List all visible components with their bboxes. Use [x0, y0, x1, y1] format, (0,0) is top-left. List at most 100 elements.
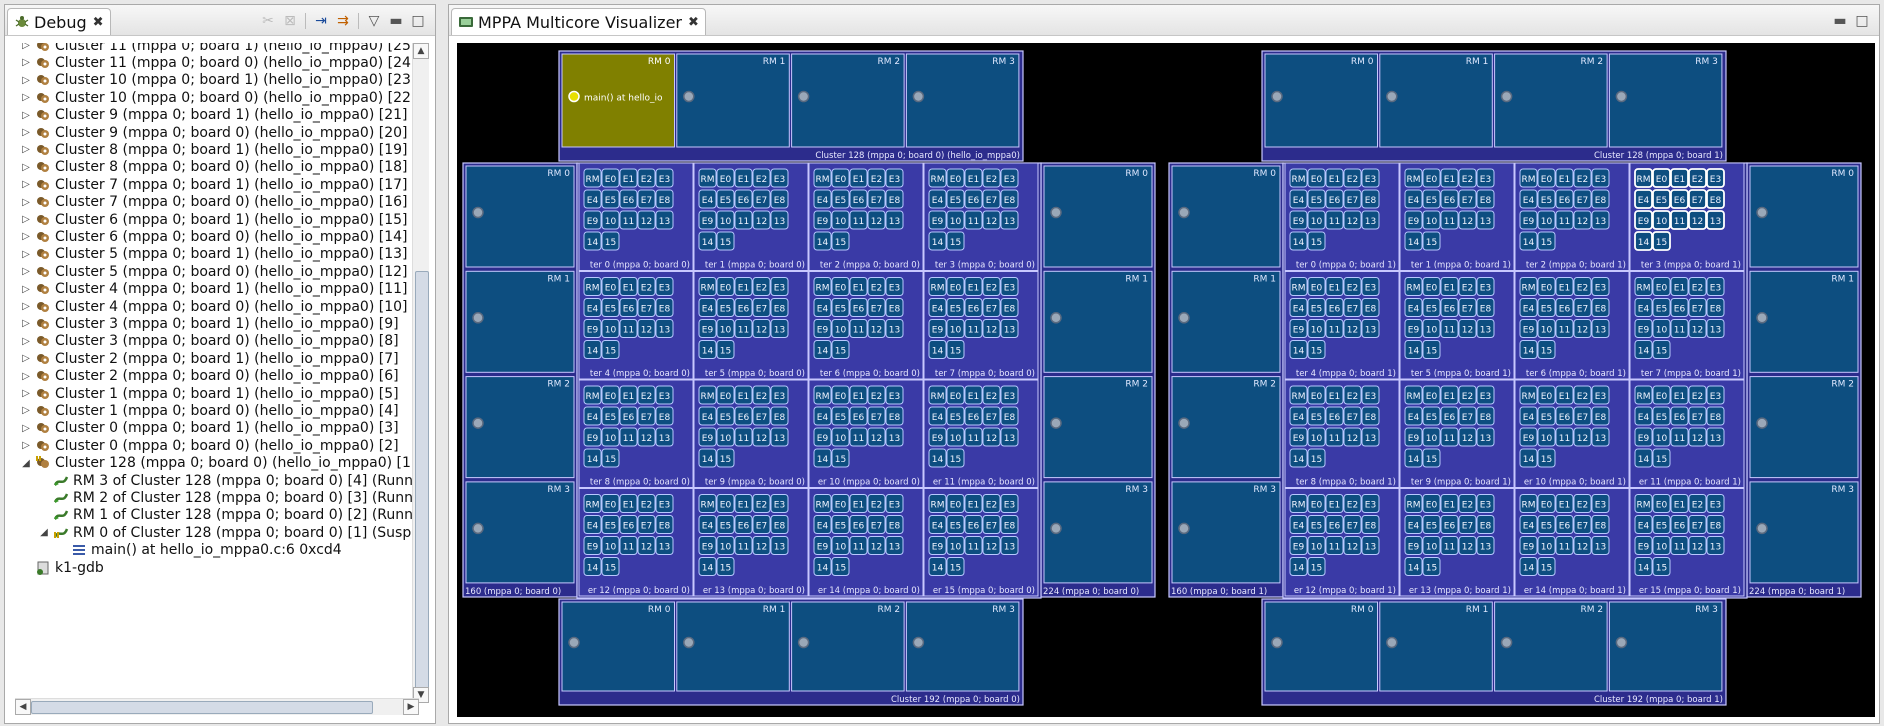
core-box[interactable] [928, 515, 947, 534]
core-box[interactable] [1404, 427, 1423, 447]
core-box[interactable] [1591, 427, 1610, 447]
thread-icon[interactable] [1050, 522, 1062, 535]
core-box[interactable] [1688, 427, 1707, 447]
core-box[interactable] [1476, 427, 1495, 447]
core-box[interactable] [1573, 406, 1592, 426]
core-box[interactable] [1555, 168, 1574, 188]
core-box[interactable] [1537, 494, 1556, 513]
core-box[interactable] [1688, 319, 1707, 338]
core-box[interactable] [928, 340, 947, 359]
core-box[interactable] [583, 319, 602, 338]
core-box[interactable] [1404, 277, 1423, 296]
core-box[interactable] [752, 168, 771, 188]
core-box[interactable] [583, 168, 602, 188]
core-box[interactable] [583, 494, 602, 513]
core-box[interactable] [1361, 536, 1380, 555]
core-box[interactable] [1000, 536, 1019, 555]
core-box[interactable] [849, 168, 868, 188]
core-box[interactable] [637, 406, 656, 426]
core-box[interactable] [716, 168, 735, 188]
core-box[interactable] [1458, 427, 1477, 447]
core-box[interactable] [1634, 406, 1653, 426]
core-box[interactable] [1634, 385, 1653, 405]
core-box[interactable] [849, 298, 868, 317]
core-box[interactable] [1652, 319, 1671, 338]
core-box[interactable] [1706, 494, 1725, 513]
collapsed-twisty-icon[interactable]: ▷ [22, 266, 30, 278]
rm-box[interactable] [561, 601, 675, 692]
core-box[interactable] [1422, 536, 1441, 555]
core-box[interactable] [752, 210, 771, 230]
core-box[interactable] [619, 277, 638, 296]
core-box[interactable] [734, 494, 753, 513]
core-box[interactable] [831, 494, 850, 513]
core-box[interactable] [813, 515, 832, 534]
core-box[interactable] [964, 406, 983, 426]
core-box[interactable] [583, 231, 602, 251]
core-box[interactable] [928, 298, 947, 317]
core-box[interactable] [1706, 406, 1725, 426]
core-box[interactable] [1361, 427, 1380, 447]
core-box[interactable] [1343, 385, 1362, 405]
core-box[interactable] [831, 168, 850, 188]
debug-tree-item[interactable]: ▷Cluster 0 (mppa 0; board 1) (hello_io_m… [19, 418, 398, 439]
thread-icon[interactable] [1271, 90, 1283, 103]
scroll-right-icon[interactable]: ▶ [403, 699, 419, 715]
core-box[interactable] [716, 231, 735, 251]
core-box[interactable] [1573, 319, 1592, 338]
core-box[interactable] [982, 168, 1001, 188]
core-box[interactable] [637, 277, 656, 296]
core-box[interactable] [1440, 168, 1459, 188]
core-box[interactable] [1404, 515, 1423, 534]
core-box[interactable] [637, 298, 656, 317]
collapsed-twisty-icon[interactable]: ▷ [22, 109, 30, 121]
core-box[interactable] [1440, 277, 1459, 296]
core-box[interactable] [1361, 277, 1380, 296]
core-box[interactable] [601, 557, 620, 576]
core-box[interactable] [964, 515, 983, 534]
debug-tree-item[interactable]: RM 3 of Cluster 128 (mppa 0; board 0) [4… [37, 470, 417, 491]
core-box[interactable] [716, 427, 735, 447]
debug-tree-item[interactable]: ▷Cluster 1 (mppa 0; board 0) (hello_io_m… [19, 400, 398, 421]
core-box[interactable] [1652, 494, 1671, 513]
core-box[interactable] [1537, 189, 1556, 209]
core-box[interactable] [1555, 319, 1574, 338]
core-box[interactable] [619, 298, 638, 317]
core-box[interactable] [831, 340, 850, 359]
core-box[interactable] [583, 277, 602, 296]
core-box[interactable] [1573, 189, 1592, 209]
core-box[interactable] [1325, 427, 1344, 447]
debug-tree-item[interactable]: ▷Cluster 6 (mppa 0; board 0) (hello_io_m… [19, 226, 407, 247]
core-box[interactable] [831, 448, 850, 468]
core-box[interactable] [1325, 494, 1344, 513]
core-box[interactable] [1652, 406, 1671, 426]
core-box[interactable] [734, 536, 753, 555]
core-box[interactable] [1706, 427, 1725, 447]
core-box[interactable] [637, 189, 656, 209]
core-box[interactable] [770, 189, 789, 209]
rm-box[interactable] [465, 376, 575, 479]
core-box[interactable] [885, 494, 904, 513]
core-box[interactable] [1555, 494, 1574, 513]
core-box[interactable] [1591, 210, 1610, 230]
core-box[interactable] [831, 210, 850, 230]
core-box[interactable] [831, 385, 850, 405]
rm-box[interactable] [561, 53, 675, 148]
core-box[interactable] [982, 319, 1001, 338]
core-box[interactable] [1325, 406, 1344, 426]
core-box[interactable] [1343, 189, 1362, 209]
rm-box[interactable] [1494, 601, 1608, 692]
core-box[interactable] [867, 277, 886, 296]
core-box[interactable] [619, 210, 638, 230]
rm-box[interactable] [1608, 601, 1723, 692]
core-box[interactable] [813, 536, 832, 555]
core-box[interactable] [1591, 298, 1610, 317]
core-box[interactable] [1289, 494, 1308, 513]
core-box[interactable] [1000, 298, 1019, 317]
core-box[interactable] [982, 515, 1001, 534]
core-box[interactable] [1555, 298, 1574, 317]
view-menu-chevron-down-icon[interactable]: ▽ [368, 13, 380, 29]
core-box[interactable] [813, 277, 832, 296]
core-box[interactable] [1325, 189, 1344, 209]
